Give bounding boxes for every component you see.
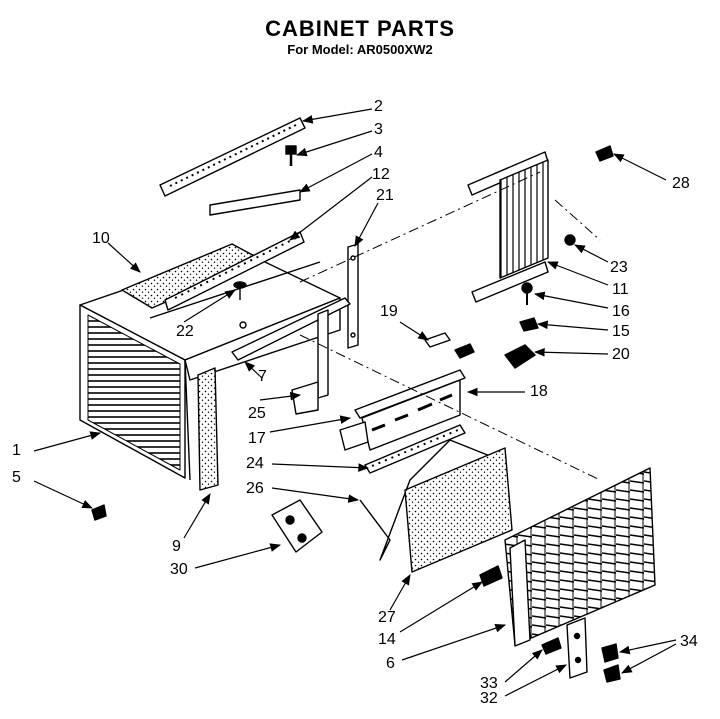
- support-22: [233, 281, 247, 300]
- callout-20: 20: [612, 346, 630, 363]
- seal-strip: [209, 189, 301, 216]
- rear-coil-panel: [467, 151, 576, 303]
- callout-2: 2: [374, 98, 383, 115]
- callout-33: 33: [480, 675, 498, 692]
- callout-1: 1: [12, 442, 21, 459]
- screw-28: [595, 145, 614, 162]
- callout-18: 18: [530, 383, 548, 400]
- control-knobs: [601, 643, 621, 683]
- leader-arrows: [33, 108, 677, 697]
- callout-24: 24: [246, 455, 264, 472]
- control-parts-19: [424, 332, 475, 359]
- side-seal: [197, 367, 219, 491]
- rail-12: [164, 231, 305, 311]
- clip-15: [519, 317, 539, 332]
- callout-34: 34: [680, 633, 698, 650]
- top-rail: [159, 117, 306, 197]
- callout-5: 5: [12, 469, 21, 486]
- control-panel-plate: [541, 617, 588, 679]
- callout-25: 25: [248, 405, 266, 422]
- callout-12: 12: [372, 166, 390, 183]
- callout-26: 26: [246, 480, 264, 497]
- callout-9: 9: [172, 538, 181, 555]
- callout-3: 3: [374, 121, 383, 138]
- callout-28: 28: [672, 175, 690, 192]
- callout-19: 19: [380, 303, 398, 320]
- hinge-20: [504, 344, 536, 369]
- callout-7: 7: [258, 368, 267, 385]
- screw-16: [521, 282, 533, 305]
- callout-4: 4: [374, 144, 383, 161]
- callout-14: 14: [378, 631, 396, 648]
- callout-30: 30: [170, 561, 188, 578]
- partition-panel: [184, 297, 351, 481]
- callout-32: 32: [480, 690, 498, 707]
- callout-22: 22: [176, 323, 194, 340]
- callout-17: 17: [248, 430, 266, 447]
- front-grille: [504, 467, 656, 647]
- callout-21: 21: [376, 187, 394, 204]
- latch-14: [479, 565, 503, 587]
- air-director-assembly: [339, 369, 466, 451]
- clip-30: [271, 499, 323, 553]
- air-filter: [404, 447, 513, 573]
- alignment-lines: [299, 171, 601, 481]
- callout-27: 27: [378, 609, 396, 626]
- screw-5: [91, 504, 107, 521]
- callout-16: 16: [612, 303, 630, 320]
- model-subtitle: For Model: AR0500XW2: [287, 42, 433, 57]
- screw-3: [285, 145, 297, 166]
- callout-10: 10: [92, 230, 110, 247]
- callout-23: 23: [610, 259, 628, 276]
- callout-6: 6: [386, 655, 395, 672]
- callout-15: 15: [612, 323, 630, 340]
- diagram-title: CABINET PARTS: [265, 16, 455, 41]
- callout-11: 11: [612, 281, 629, 298]
